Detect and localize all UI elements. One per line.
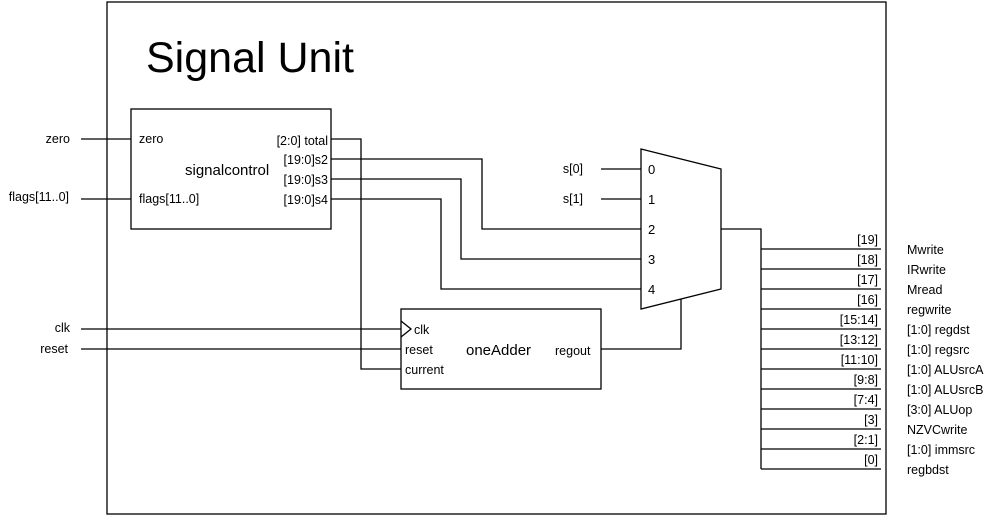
- signalcontrol-port-s3: [19:0]s3: [284, 173, 329, 187]
- oneadder-block: [400, 308, 602, 390]
- output-signal-label: regbdst: [907, 463, 949, 477]
- output-signal-label: [1:0] ALUsrcB: [907, 383, 983, 397]
- output-bits-label: [7:4]: [854, 393, 878, 407]
- wire-s3: [331, 178, 641, 260]
- output-bits-label: [9:8]: [854, 373, 878, 387]
- output-bits-label: [13:12]: [840, 333, 878, 347]
- output-signal-label: [3:0] ALUop: [907, 403, 972, 417]
- oneadder-label: oneAdder: [466, 342, 531, 359]
- output-signal-label: [1:0] regsrc: [907, 343, 970, 357]
- output-signals: [19] Mwrite [18] IRwrite [17] Mread [16] regwri…: [761, 233, 984, 477]
- output-signal-label: [1:0] regdst: [907, 323, 970, 337]
- oneadder-port-clk: clk: [414, 323, 430, 337]
- output-bits-label: [3]: [864, 413, 878, 427]
- wire-s4: [331, 198, 641, 290]
- mux-port-0: 0: [648, 162, 655, 177]
- outer-frame: [106, 1, 887, 515]
- signalcontrol-port-s2: [19:0]s2: [284, 153, 329, 167]
- output-signal-label: regwrite: [907, 303, 952, 317]
- wire-s2: [331, 158, 641, 230]
- signalcontrol-label: signalcontrol: [185, 162, 269, 179]
- mux: [640, 148, 722, 310]
- output-bits-label: [11:10]: [841, 353, 878, 367]
- output-bits-label: [16]: [857, 293, 878, 307]
- output-signal-label: [1:0] immsrc: [907, 443, 975, 457]
- clock-marker: [400, 320, 413, 338]
- output-bits-label: [18]: [857, 253, 878, 267]
- output-bits-label: [17]: [857, 273, 878, 287]
- output-signal-label: Mread: [907, 283, 942, 297]
- input-flags-label: flags[11..0]: [9, 190, 69, 204]
- mux-sel1-label: s[1]: [563, 192, 583, 206]
- mux-sel0-label: s[0]: [563, 162, 583, 176]
- output-signal-label: Mwrite: [907, 243, 944, 257]
- output-signal-label: IRwrite: [907, 263, 946, 277]
- wire-regout: [601, 299, 682, 350]
- signalcontrol-port-s4: [19:0]s4: [284, 193, 329, 207]
- mux-port-4: 4: [648, 282, 655, 297]
- output-signal-label: NZVCwrite: [907, 423, 967, 437]
- oneadder-port-regout: regout: [555, 344, 591, 358]
- wire-total-to-current: [331, 138, 401, 370]
- input-clk-label: clk: [55, 321, 71, 335]
- signalcontrol-port-zero: zero: [139, 132, 163, 146]
- output-bits-label: [15:14]: [840, 313, 878, 327]
- mux-port-2: 2: [648, 222, 655, 237]
- oneadder-port-reset: reset: [405, 343, 433, 357]
- output-bits-label: [2:1]: [854, 433, 878, 447]
- output-bits-label: [19]: [857, 233, 878, 247]
- diagram-title: Signal Unit: [146, 34, 354, 82]
- output-signal-label: [1:0] ALUsrcA: [907, 363, 984, 377]
- signalcontrol-port-total: [2:0] total: [277, 134, 328, 148]
- signalcontrol-block: [130, 108, 332, 230]
- mux-port-1: 1: [648, 192, 655, 207]
- mux-port-3: 3: [648, 252, 655, 267]
- oneadder-port-current: current: [405, 363, 444, 377]
- input-reset-label: reset: [40, 342, 68, 356]
- output-bits-label: [0]: [864, 453, 878, 467]
- input-zero-label: zero: [46, 132, 70, 146]
- signalcontrol-port-flags: flags[11..0]: [139, 192, 199, 206]
